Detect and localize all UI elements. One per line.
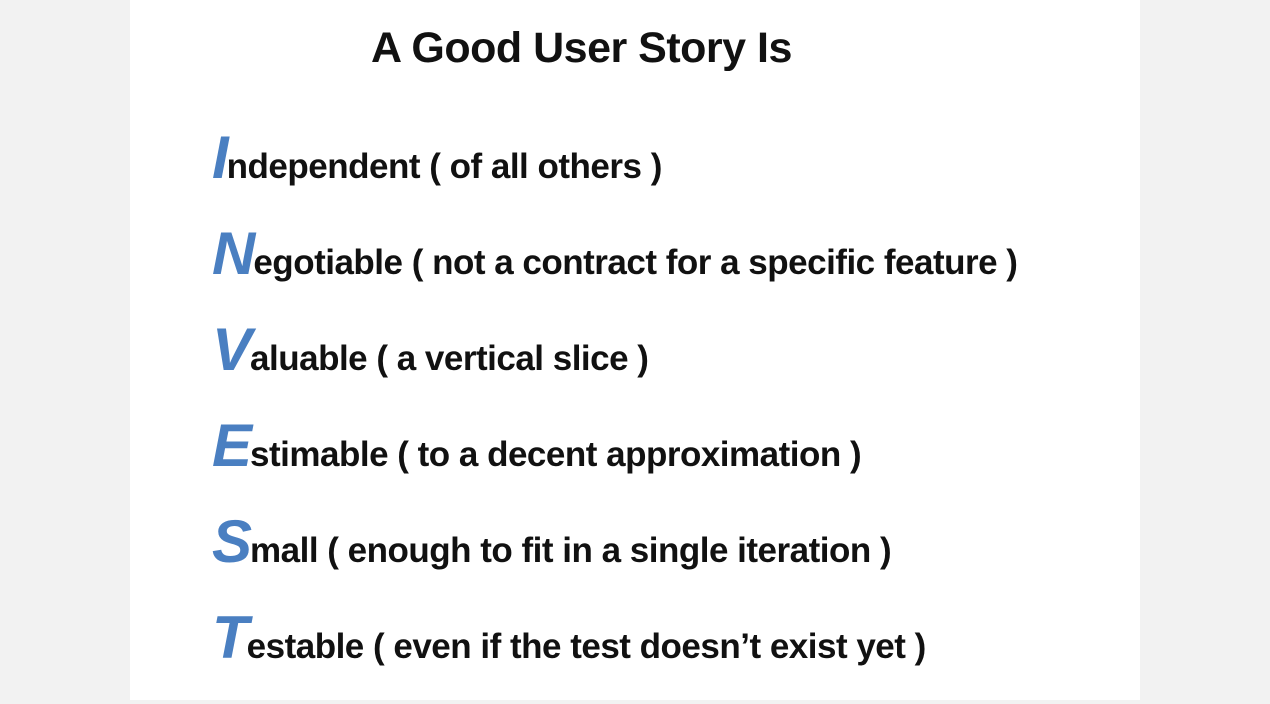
document-page: A Good User Story Is I ndependent ( of a…	[130, 0, 1140, 700]
initial-letter: N	[212, 220, 255, 287]
item-text: stimable ( to a decent approximation )	[250, 435, 862, 474]
list-item-testable: T estable ( even if the test doesn’t exi…	[212, 608, 1017, 704]
item-text: mall ( enough to fit in a single iterati…	[250, 531, 892, 570]
item-text: ndependent ( of all others )	[226, 147, 663, 186]
item-text: estable ( even if the test doesn’t exist…	[246, 627, 927, 666]
list-item-independent: I ndependent ( of all others )	[212, 128, 1017, 224]
initial-letter: V	[212, 316, 252, 383]
item-text: aluable ( a vertical slice )	[250, 339, 649, 378]
list-item-estimable: E stimable ( to a decent approximation )	[212, 416, 1017, 512]
item-text: egotiable ( not a contract for a specifi…	[253, 243, 1018, 282]
list-item-negotiable: N egotiable ( not a contract for a speci…	[212, 220, 1018, 320]
invest-list: I ndependent ( of all others ) N egotiab…	[212, 128, 1018, 704]
initial-letter: S	[212, 508, 252, 575]
list-item-small: S mall ( enough to fit in a single itera…	[212, 512, 1017, 608]
initial-letter: E	[212, 412, 252, 479]
page-title: A Good User Story Is	[371, 24, 792, 72]
list-item-valuable: V aluable ( a vertical slice )	[212, 320, 1017, 416]
initial-letter: I	[212, 124, 229, 191]
initial-letter: T	[212, 604, 249, 671]
